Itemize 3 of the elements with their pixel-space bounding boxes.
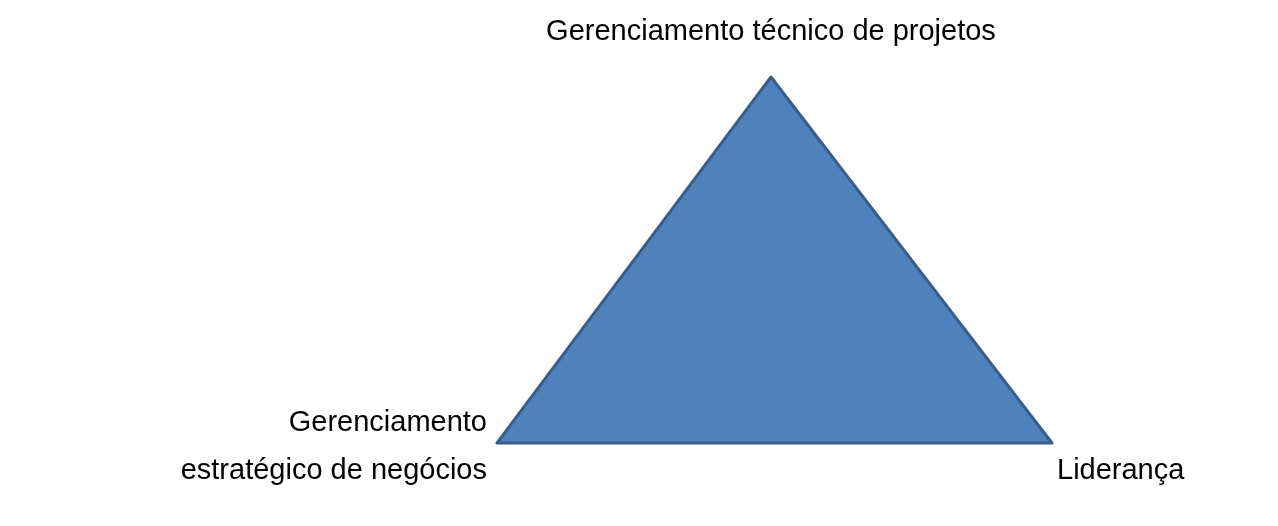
corner-label: Gerenciamento técnico de projetos <box>546 13 996 48</box>
corner-label: Gerenciamento estratégico de negócios <box>179 404 487 487</box>
corner-label: Liderança <box>1057 452 1186 487</box>
